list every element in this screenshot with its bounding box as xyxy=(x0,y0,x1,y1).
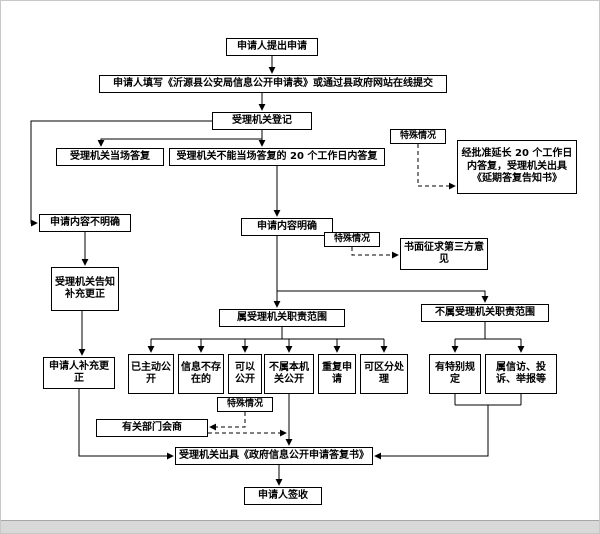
step-reply-within-20-days: 受理机关不能当场答复的 20 个工作日内答复 xyxy=(169,148,385,166)
step-applicant-supplement: 申请人补充更正 xyxy=(43,357,115,389)
case-separable-handling: 可区分处理 xyxy=(360,354,408,394)
solid-arrows xyxy=(30,56,525,486)
step-department-consultation: 有关部门会商 xyxy=(96,419,208,437)
window-bottom-bar xyxy=(1,520,599,533)
step-notify-supplement-correction: 受理机关告知补充更正 xyxy=(51,267,119,311)
step-authority-register: 受理机关登记 xyxy=(212,112,312,130)
step-applicant-sign-receipt: 申请人签收 xyxy=(244,487,322,505)
step-consult-third-party: 书面征求第三方意见 xyxy=(400,238,488,270)
step-within-authority-scope: 属受理机关职责范围 xyxy=(219,309,345,327)
case-special-provisions: 有特别规定 xyxy=(429,354,481,394)
case-repeated-request: 重复申请 xyxy=(318,354,356,394)
case-can-disclose: 可以公开 xyxy=(228,354,262,394)
case-not-this-authority: 不属本机关公开 xyxy=(264,354,314,394)
step-outside-authority-scope: 不属受理机关职责范围 xyxy=(421,304,549,322)
label-special-case-2: 特殊情况 xyxy=(324,232,380,247)
step-reply-on-spot: 受理机关当场答复 xyxy=(56,148,164,166)
case-info-not-exist: 信息不存在的 xyxy=(178,354,224,394)
case-already-public: 已主动公开 xyxy=(128,354,174,394)
label-special-case-3: 特殊情况 xyxy=(217,397,273,412)
step-applicant-submit: 申请人提出申请 xyxy=(226,38,318,56)
step-issue-reply-document: 受理机关出具《政府信息公开申请答复书》 xyxy=(175,447,373,465)
label-special-case-1: 特殊情况 xyxy=(390,129,446,144)
dashed-arrows xyxy=(208,144,456,437)
case-petition-complaint: 属信访、投诉、举报等 xyxy=(485,354,557,394)
step-approved-extension: 经批准延长 20 个工作日内答复，受理机关出具《延期答复告知书》 xyxy=(457,140,577,194)
step-content-unclear: 申请内容不明确 xyxy=(39,214,131,232)
step-content-clear: 申请内容明确 xyxy=(241,218,333,236)
step-fill-application-form: 申请人填写《沂源县公安局信息公开申请表》或通过县政府网站在线提交 xyxy=(99,75,447,93)
